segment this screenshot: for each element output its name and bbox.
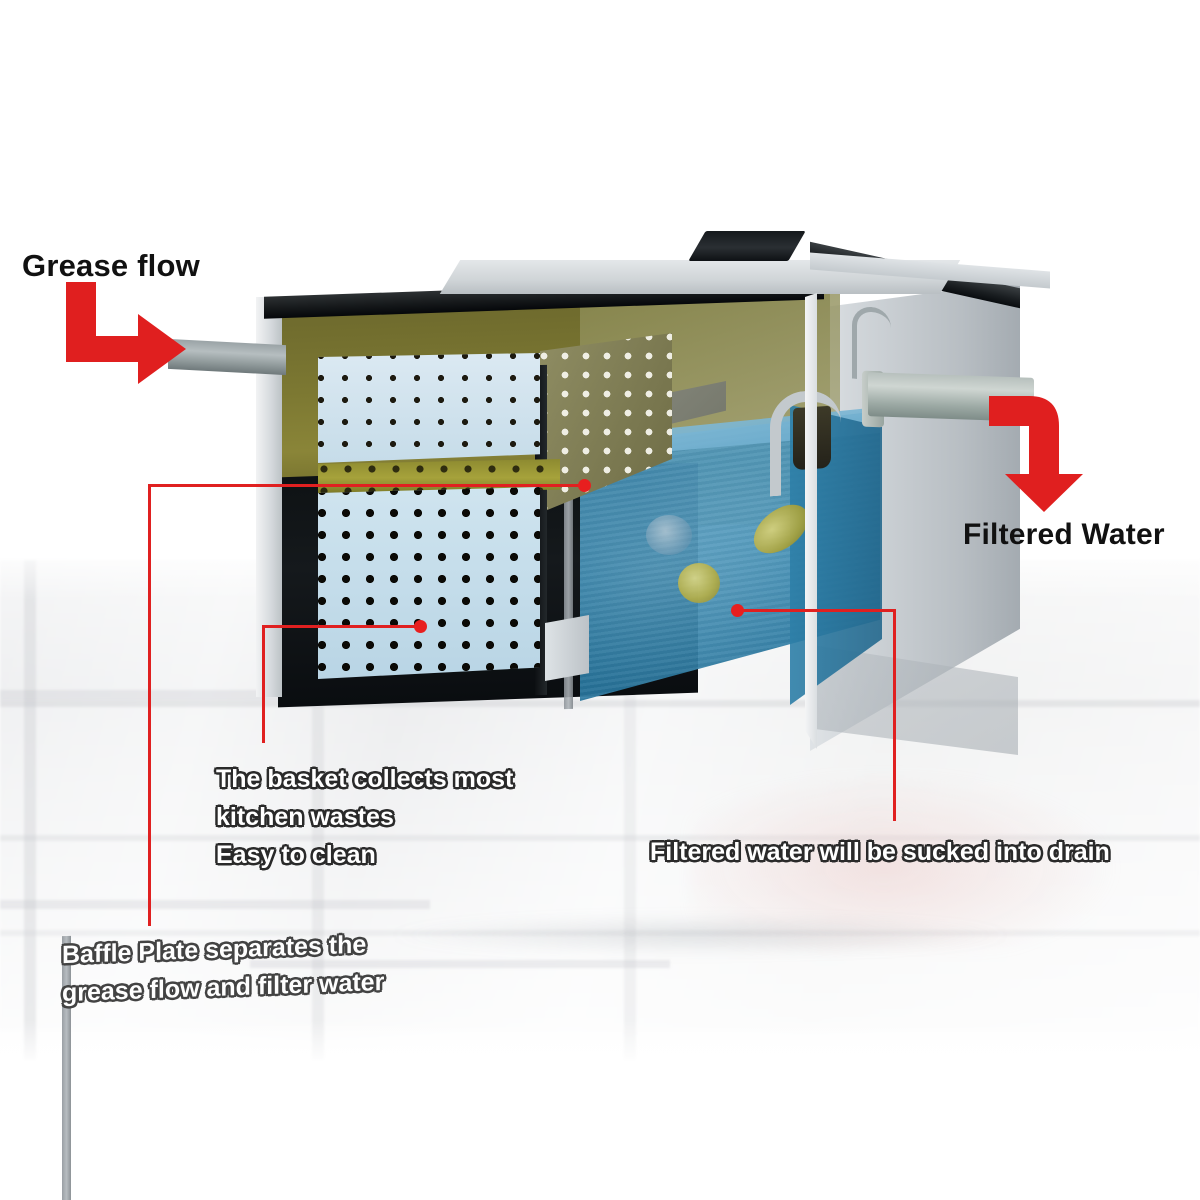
- filtered-water-arrow-icon: [989, 396, 1083, 512]
- leader-line-drain-vertical: [893, 609, 896, 821]
- callout-baffle-line-2: grease flow and filter water: [62, 968, 384, 1012]
- leader-dot-baffle: [578, 479, 591, 492]
- leader-dot-drain: [731, 604, 744, 617]
- perforated-basket-upper-panel: [318, 353, 540, 463]
- callout-basket-line-2: kitchen wastes: [216, 803, 394, 831]
- callout-drain: Filtered water will be sucked into drain: [650, 833, 1110, 871]
- basket-clip-foot: [545, 615, 589, 681]
- leader-line-basket-vertical: [262, 625, 265, 743]
- leader-line-basket-horizontal: [262, 625, 422, 628]
- callout-basket-line-3: Easy to clean: [216, 841, 376, 869]
- grease-flow-arrow-icon: [66, 282, 186, 384]
- leader-line-baffle-vertical: [148, 484, 151, 926]
- background-fade-bottom: [0, 1020, 1200, 1080]
- background-shelf: [0, 690, 360, 700]
- background-shelf: [0, 900, 430, 909]
- filtered-water-label: Filtered Water: [963, 518, 1165, 551]
- leader-dot-basket: [414, 620, 427, 633]
- unit-shadow: [390, 915, 1010, 955]
- leader-line-drain-horizontal: [738, 609, 896, 612]
- background-warm-tint: [690, 770, 1120, 950]
- perforated-basket-lower-panel: [318, 487, 540, 679]
- background-shelf: [250, 960, 670, 968]
- tank-right-front-edge: [805, 293, 817, 749]
- grease-globule: [678, 563, 720, 603]
- grease-trap-unit: [150, 215, 1050, 955]
- callout-basket: The basket collects most kitchen wastes …: [216, 760, 513, 874]
- grease-globule: [646, 515, 692, 555]
- callout-baffle: Baffle Plate separates the grease flow a…: [62, 931, 384, 1200]
- callout-basket-line-1: The basket collects most: [216, 765, 514, 793]
- leader-line-baffle-horizontal: [148, 484, 590, 487]
- basket-olive-band: [318, 459, 560, 493]
- callout-baffle-line-1: Baffle Plate separates the: [62, 931, 366, 974]
- lid-handle: [688, 231, 806, 261]
- grease-flow-label: Grease flow: [22, 248, 200, 283]
- callout-drain-line-1: Filtered water will be sucked into drain: [650, 838, 1110, 866]
